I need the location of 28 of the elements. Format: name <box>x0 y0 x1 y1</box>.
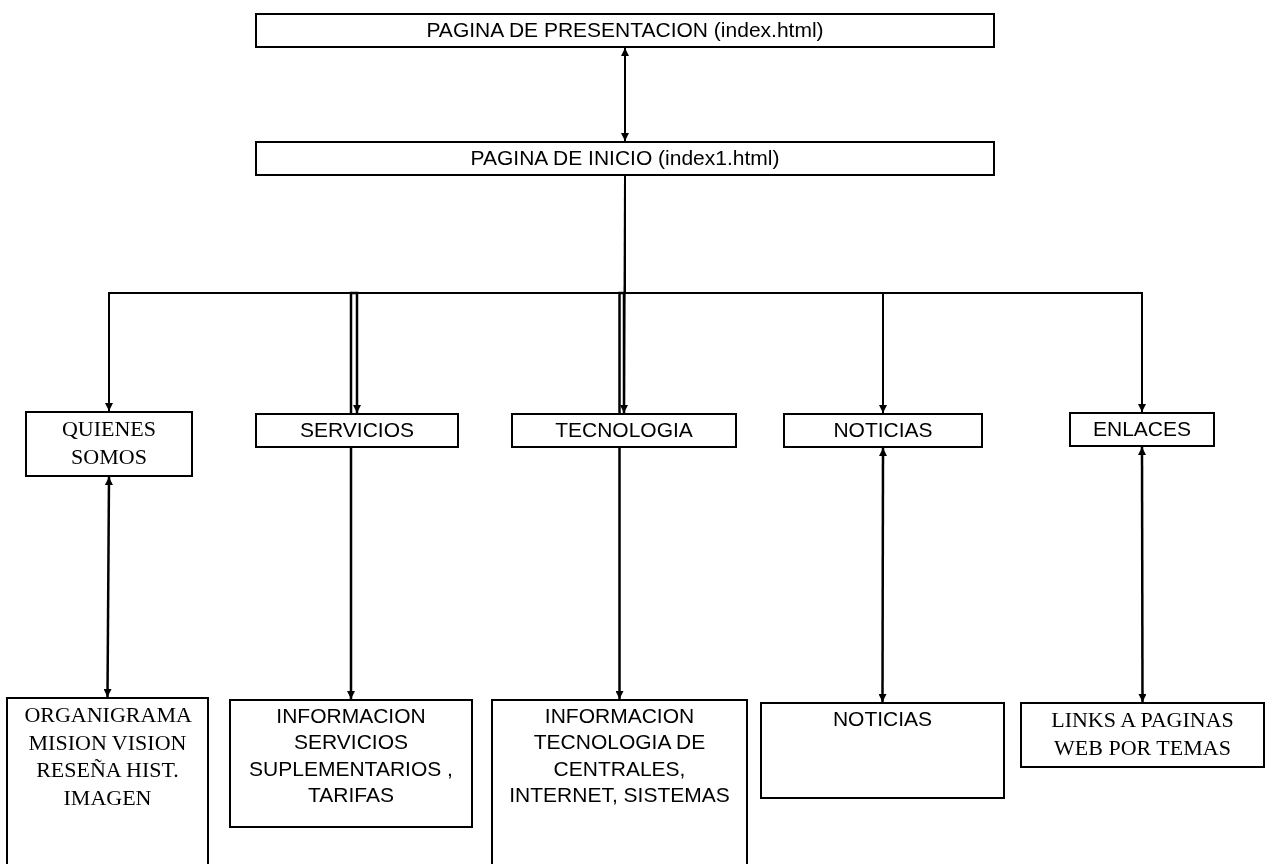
page-box <box>1020 702 1265 768</box>
page-box <box>255 13 995 48</box>
page-box <box>25 411 193 477</box>
page-box <box>511 413 737 448</box>
arrow <box>1138 447 1147 702</box>
arrow <box>878 448 887 702</box>
box-label: NOTICIAS <box>832 706 933 732</box>
page-box <box>491 699 748 864</box>
box-label: SERVICIOS <box>300 417 414 443</box>
page-box <box>229 699 473 828</box>
arrow <box>103 477 113 697</box>
box-label: INFORMACION TECNOLOGIA DE CENTRALES, INTERNET, SISTEMAS <box>509 703 730 808</box>
box-label: LINKS A PAGINAS WEB POR TEMAS <box>1050 706 1235 762</box>
box-label: ENLACES <box>1092 416 1191 442</box>
page-box <box>1069 412 1215 447</box>
page-box <box>760 702 1005 799</box>
box-label: QUIENES SOMOS <box>60 415 158 471</box>
page-box <box>6 697 209 864</box>
page-box <box>255 141 995 176</box>
box-label: TECNOLOGIA <box>555 417 693 443</box>
box-label: NOTICIAS <box>833 417 933 443</box>
box-label: PAGINA DE INICIO (index1.html) <box>470 145 780 171</box>
arrow <box>621 47 629 142</box>
box-label: INFORMACION SERVICIOS SUPLEMENTARIOS , TARIFAS <box>248 703 454 808</box>
page-box <box>783 413 983 448</box>
box-label: ORGANIGRAMA MISION VISION RESEÑA HIST. IMAGEN <box>24 701 191 812</box>
box-label: PAGINA DE PRESENTACION (index.html) <box>426 17 824 43</box>
page-box <box>255 413 459 448</box>
